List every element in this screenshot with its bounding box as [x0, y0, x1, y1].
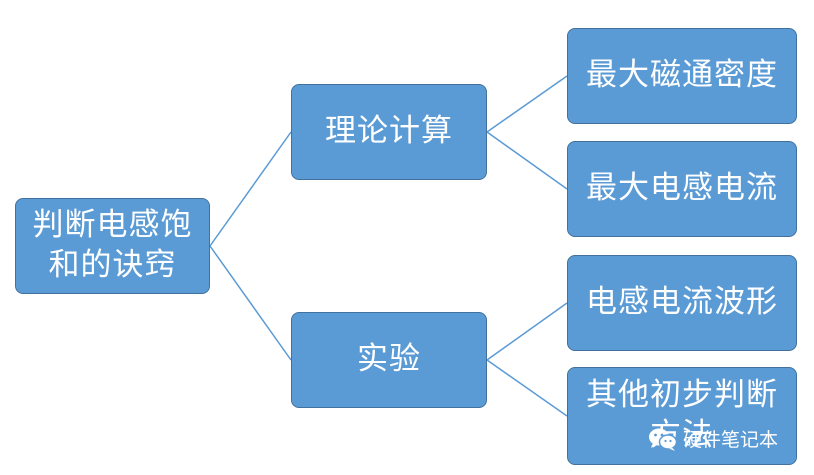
branch-node-theoretical-calculation: 理论计算	[291, 84, 487, 180]
root-node: 判断电感饱 和的诀窍	[15, 198, 210, 294]
connector-theory-leaf-2	[486, 131, 568, 190]
leaf-node-label: 电感电流波形	[586, 284, 778, 321]
wechat-icon	[649, 428, 678, 451]
leaf-node-label: 最大电感电流	[586, 170, 778, 207]
connector-theory-leaf-1	[486, 75, 568, 133]
connector-experiment-leaf-4	[486, 359, 568, 417]
watermark-text: 硬件笔记本	[683, 429, 779, 451]
leaf-node-label: 最大磁通密度	[586, 57, 778, 94]
branch-node-label: 实验	[357, 341, 421, 378]
leaf-node-max-flux-density: 最大磁通密度	[567, 28, 797, 124]
leaf-node-inductor-current-waveform: 电感电流波形	[567, 255, 797, 351]
connector-root-theory	[209, 131, 292, 247]
watermark: 硬件笔记本	[648, 425, 778, 452]
leaf-node-max-inductor-current: 最大电感电流	[567, 141, 797, 237]
connector-experiment-leaf-3	[486, 302, 568, 361]
connector-root-experiment	[209, 245, 292, 361]
branch-node-label: 理论计算	[325, 113, 453, 150]
branch-node-experiment: 实验	[291, 312, 487, 408]
root-node-label: 判断电感饱 和的诀窍	[32, 207, 193, 283]
